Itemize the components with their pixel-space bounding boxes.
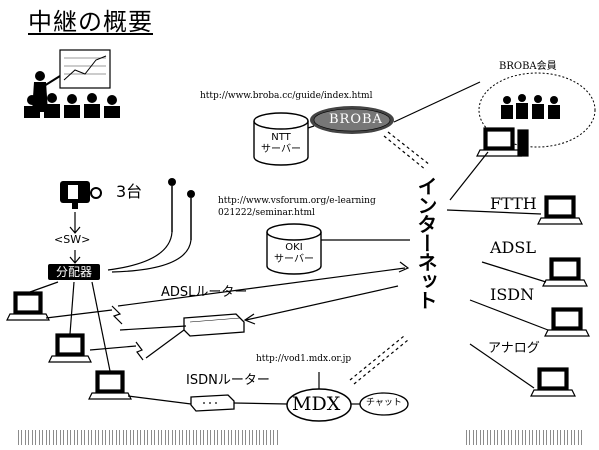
mdx-label: MDX [292,395,340,414]
distributor-label: 分配器 [48,264,100,280]
broba-label: BROBA [329,113,383,126]
adsl-router-shape [184,314,244,336]
isdn-label: ISDN [490,287,534,303]
laptop-icon [477,128,528,156]
analog-label: アナログ [488,342,540,355]
vsforum-url-line1: http://www.vsforum.org/e-learning [218,197,376,206]
microphone-icon [168,178,195,240]
laptop-icon [49,334,91,362]
camera-count-label: 3台 [116,184,142,200]
isdn-router-label: ISDNルーター [186,374,270,387]
laptop-icon [531,368,575,396]
oki-server-label-line1: OKI [276,243,312,253]
video-camera-icon [60,181,101,209]
scan-artifact [18,430,278,445]
laptop-icon [545,308,589,336]
ntt-server-label-line1: NTT [264,133,298,143]
laptop-icon [543,258,587,286]
sw-label: <SW> [54,234,90,245]
oki-server-label-line2: サーバー [272,255,316,265]
vsforum-url-line2: 021222/seminar.html [218,209,315,218]
vod-url-label: http://vod1.mdx.or.jp [256,355,351,364]
audience-illustration [24,50,120,118]
adsl-router-label: ADSLルーター [161,286,247,299]
ftth-label: FTTH [490,196,537,212]
broba-url-label: http://www.broba.cc/guide/index.html [200,92,372,101]
isdn-router-shape [191,395,234,411]
laptop-icon [7,292,49,320]
broba-members-label: BROBA会員 [499,62,557,72]
laptop-icon [89,371,131,399]
ntt-server-label-line2: サーバー [260,145,302,155]
page-title: 中継の概要 [28,10,153,34]
chat-label: チャット [366,399,402,408]
scan-artifact [466,430,582,445]
laptop-icon [538,196,582,224]
adsl-label: ADSL [490,240,536,256]
internet-label: インターネット [416,176,436,309]
